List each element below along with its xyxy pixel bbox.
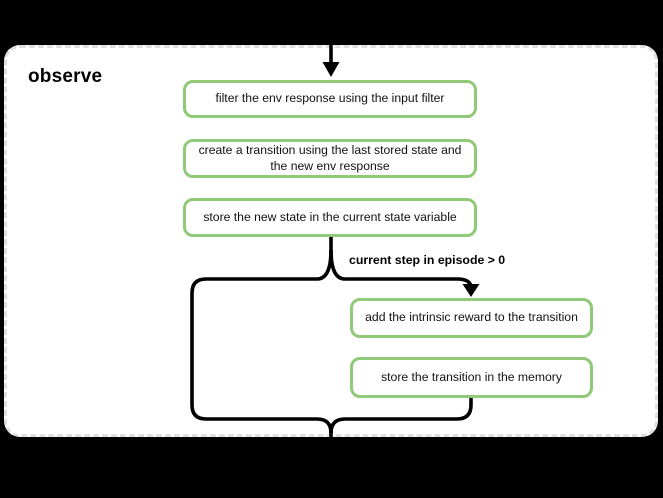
group-title: observe	[28, 66, 103, 87]
flow-node-label: store the transition in the memory	[381, 369, 562, 384]
flow-node-store-transition: store the transition in the memory	[350, 357, 593, 398]
flow-node-filter-env-response: filter the env response using the input …	[183, 80, 477, 118]
flow-node-store-new-state: store the new state in the current state…	[183, 198, 477, 237]
flow-node-label: filter the env response using the input …	[215, 91, 445, 106]
flow-node-label: create a transition using the last store…	[198, 143, 462, 173]
flow-node-label: store the new state in the current state…	[203, 209, 457, 224]
flow-node-add-intrinsic-reward: add the intrinsic reward to the transiti…	[350, 298, 593, 338]
flow-node-create-transition: create a transition using the last store…	[183, 139, 477, 178]
flow-node-label: add the intrinsic reward to the transiti…	[365, 310, 578, 325]
branch-condition-label: current step in episode > 0	[349, 253, 506, 267]
